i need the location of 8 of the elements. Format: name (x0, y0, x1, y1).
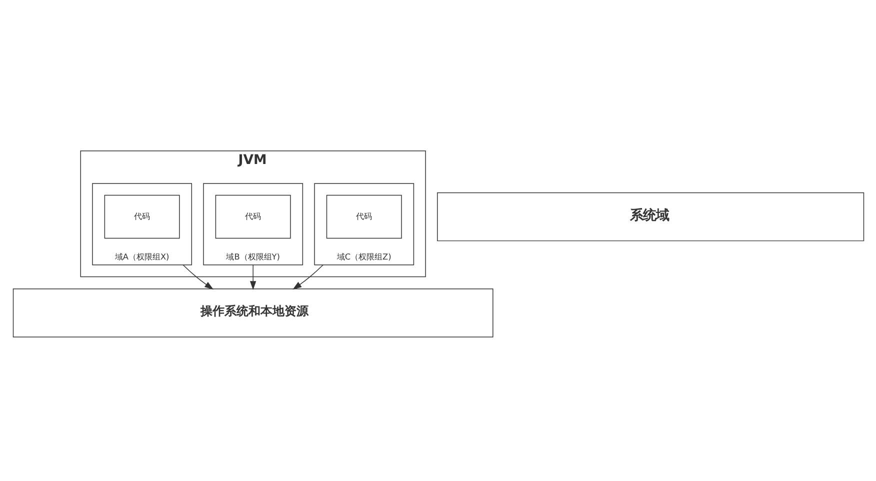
node-box: 代码 (214, 194, 290, 238)
node-box: 操作系统和本地资源 (12, 288, 493, 337)
arrow (249, 264, 256, 290)
node-box: 系统域 (436, 192, 864, 241)
arrow (292, 264, 323, 290)
arrow (182, 264, 213, 290)
node-box: 代码 (104, 194, 180, 238)
node-box: 代码 (326, 194, 402, 238)
